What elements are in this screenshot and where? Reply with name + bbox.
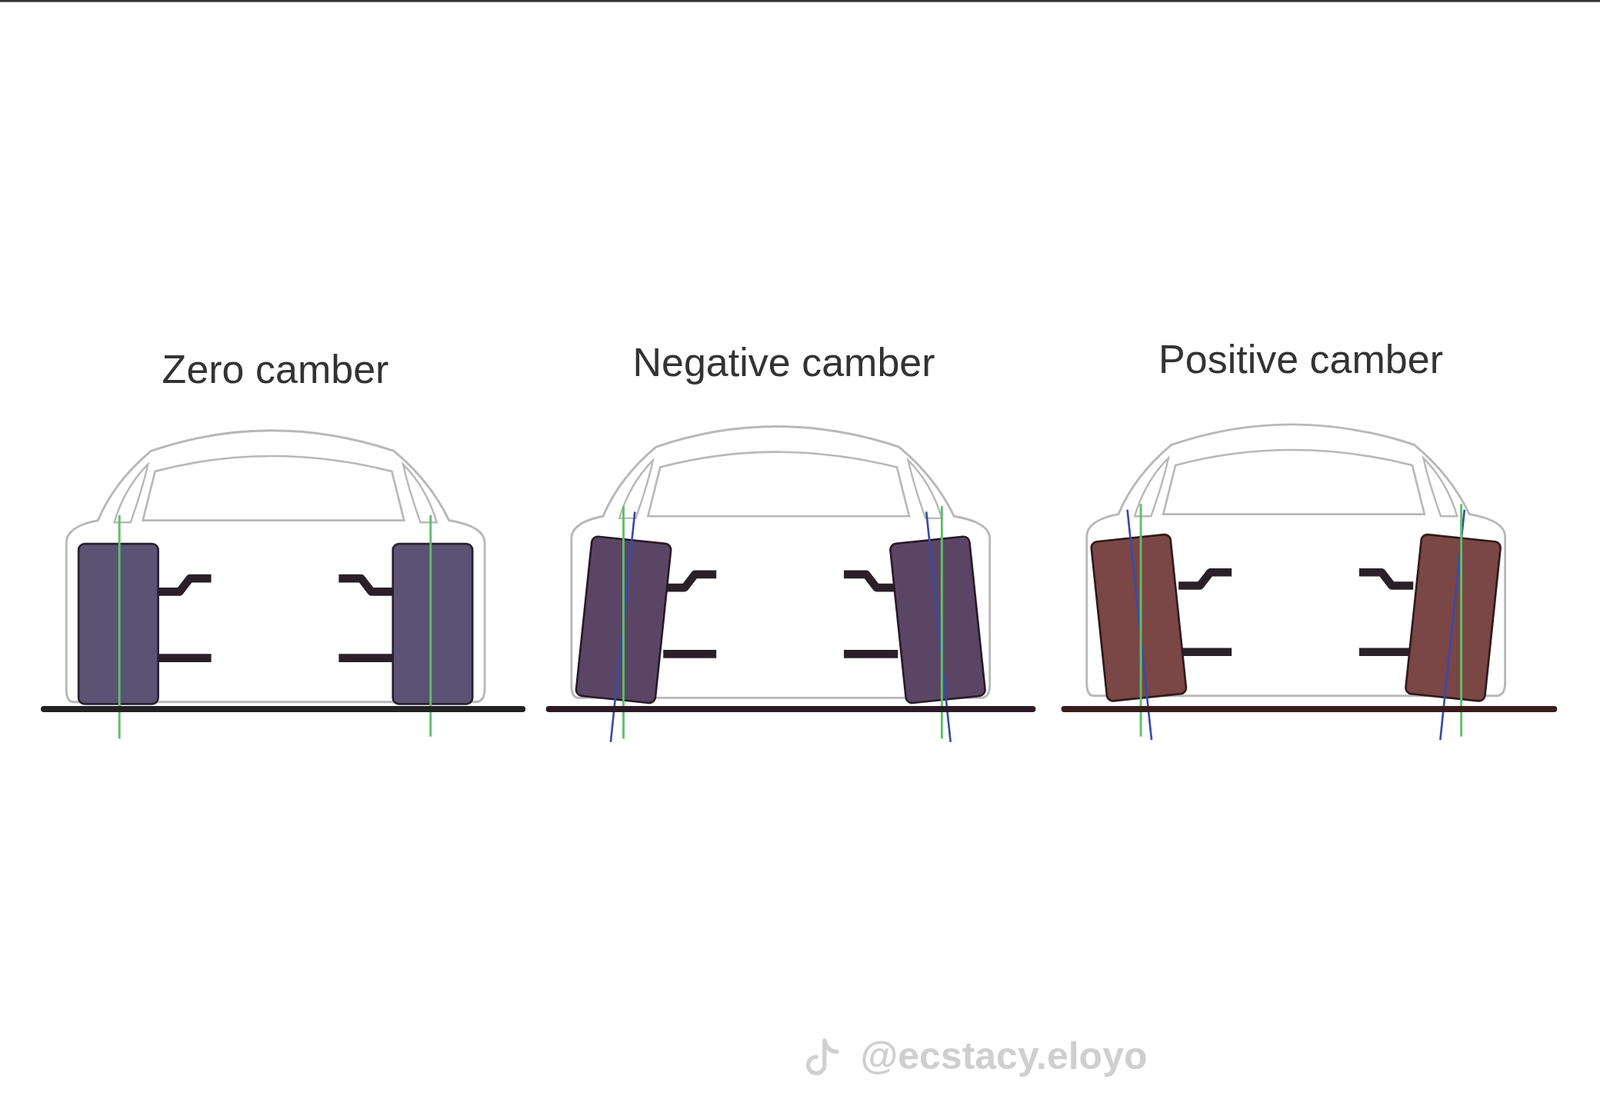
heading-label: Positive camber xyxy=(1158,336,1444,383)
negative-camber-car xyxy=(546,426,1037,747)
tiktok-logo xyxy=(808,1040,837,1074)
heading-label: Negative camber xyxy=(632,339,935,386)
heading-label: Zero camber xyxy=(162,346,390,393)
zero-camber-car xyxy=(40,430,526,740)
positive-camber-car xyxy=(1061,424,1558,745)
watermark: @ecstacy.eloyo xyxy=(860,1033,1147,1079)
